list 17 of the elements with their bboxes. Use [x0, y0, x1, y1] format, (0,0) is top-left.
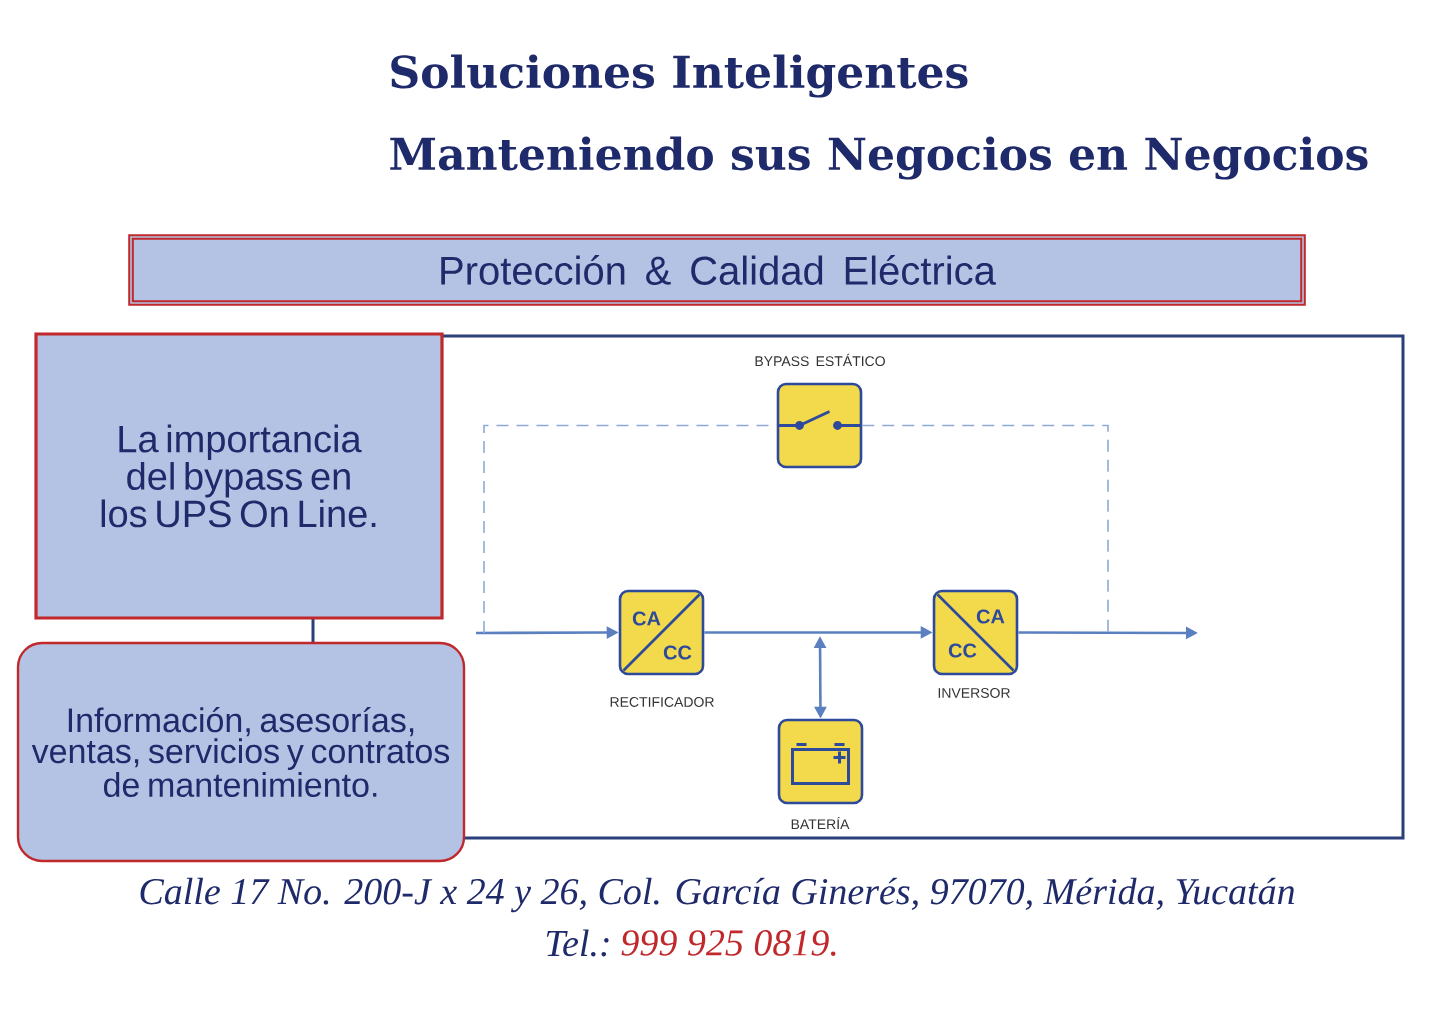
- component-label: INVERSOR: [938, 688, 1010, 698]
- switch-icon: [776, 382, 863, 469]
- converter-box: CA CC: [618, 589, 705, 676]
- phone-label: Tel.:: [546, 929, 609, 957]
- text-box: La importancia del bypass en los UPS On Line.: [34, 332, 444, 620]
- component-label: BATERÍA: [791, 816, 850, 830]
- address-text: Calle 17 No. 200-J x 24 y 26, Col. García Ginerés, 97070, Mérida, Yucatán: [140, 877, 1295, 913]
- converter-box: CA CC: [932, 589, 1019, 676]
- callout-box: Información, asesorías, ventas, servicios y contratos de mantenimiento.: [16, 641, 466, 863]
- component-label: BYPASS ESTÁTICO: [755, 353, 885, 367]
- slogan-text: Manteniendo sus Negocios en Negocios: [390, 136, 1368, 180]
- dashed-line: [861, 424, 1109, 634]
- component-label: RECTIFICADOR: [610, 697, 714, 707]
- battery-icon: [777, 718, 864, 805]
- title-banner: Protección & Calidad Eléctrica: [128, 234, 1306, 306]
- slogan-text: Soluciones Inteligentes: [391, 54, 968, 98]
- phone-number: 999 925 0819.: [621, 930, 836, 956]
